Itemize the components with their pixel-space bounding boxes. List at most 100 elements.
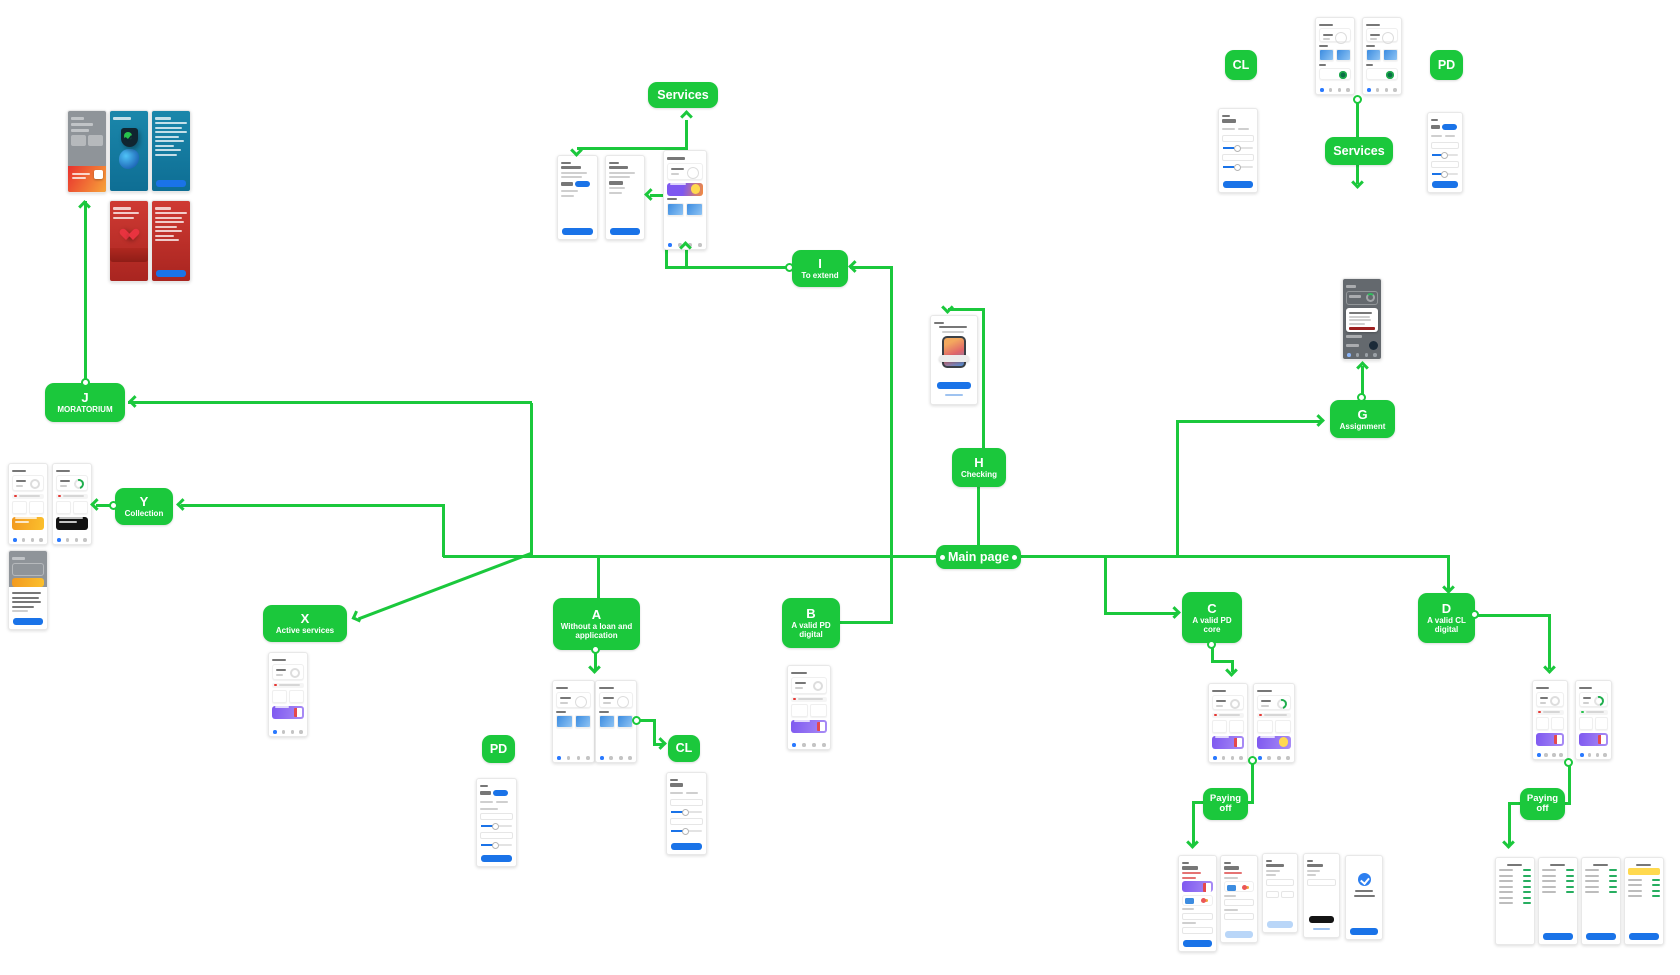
tab-bar[interactable] xyxy=(557,755,590,760)
phone-screen-valid-cl-2[interactable] xyxy=(1575,680,1612,760)
tab-bar[interactable] xyxy=(1367,87,1397,92)
term-slider[interactable] xyxy=(1432,171,1458,178)
text-link[interactable] xyxy=(944,393,964,396)
amount-slider[interactable] xyxy=(481,822,512,830)
primary-button[interactable] xyxy=(562,228,593,235)
phone-screen-payment-3[interactable] xyxy=(1262,853,1298,933)
input-field[interactable] xyxy=(1224,899,1254,906)
phone-screen-collection-2[interactable] xyxy=(52,463,92,545)
amount-slider[interactable] xyxy=(671,809,702,816)
input-field[interactable] xyxy=(1307,878,1336,886)
primary-button[interactable] xyxy=(1432,181,1458,188)
tab-bar[interactable] xyxy=(668,242,702,247)
service-row[interactable] xyxy=(1319,68,1351,80)
tab-bar[interactable] xyxy=(792,742,826,747)
credit-card-tile[interactable] xyxy=(556,715,573,728)
phone-screen-promo-shield[interactable] xyxy=(109,110,149,192)
phone-screen-valid-pd-core-2[interactable] xyxy=(1253,683,1295,763)
primary-button[interactable] xyxy=(13,618,43,625)
service-row[interactable] xyxy=(1366,68,1398,80)
flow-node-main-page[interactable]: Main page xyxy=(936,545,1021,569)
input-field[interactable] xyxy=(1224,913,1254,920)
primary-button[interactable] xyxy=(937,382,971,389)
tab-bar[interactable] xyxy=(1320,87,1350,92)
tab-bar[interactable] xyxy=(1580,752,1607,757)
tab-bar[interactable] xyxy=(1347,352,1377,357)
phone-screen-statement-2[interactable] xyxy=(1538,857,1578,945)
primary-button[interactable] xyxy=(1543,933,1573,940)
flow-node-paying-off-left[interactable]: Paying off xyxy=(1203,788,1248,820)
flow-node-services-right[interactable]: Services xyxy=(1325,137,1393,165)
phone-screen-valid-cl-1[interactable] xyxy=(1532,680,1568,760)
phone-screen-promo-heart[interactable] xyxy=(109,200,149,282)
phone-screen-valid-pd-digital[interactable] xyxy=(787,665,831,750)
flow-node-pd-bottom[interactable]: PD xyxy=(482,735,515,763)
card-selector[interactable] xyxy=(1182,894,1213,906)
phone-screen-payment-4[interactable] xyxy=(1303,853,1340,938)
tab-bar[interactable] xyxy=(1258,755,1290,760)
amount-slider[interactable] xyxy=(1432,152,1458,159)
term-slider[interactable] xyxy=(671,828,702,835)
primary-button[interactable] xyxy=(1223,181,1253,188)
tab-bar[interactable] xyxy=(57,537,87,542)
phone-screen-collection-1[interactable] xyxy=(8,463,48,545)
tab-bar[interactable] xyxy=(1213,755,1243,760)
tab-bar[interactable] xyxy=(273,729,303,734)
primary-button[interactable] xyxy=(671,843,702,850)
input-field[interactable] xyxy=(1431,161,1459,168)
phone-screen-payment-1[interactable] xyxy=(1178,855,1217,952)
apple-pay-button[interactable] xyxy=(1309,916,1334,923)
credit-card-tile[interactable] xyxy=(1366,49,1381,61)
input-field[interactable] xyxy=(670,799,703,806)
phone-screen-cl-config-top[interactable] xyxy=(1218,108,1258,193)
phone-screen-statement-1[interactable] xyxy=(1495,857,1535,945)
flow-node-cl-top[interactable]: CL xyxy=(1225,50,1257,80)
phone-screen-collection-overlay[interactable] xyxy=(8,550,48,630)
phone-screen-services-home[interactable] xyxy=(663,150,707,250)
primary-button[interactable] xyxy=(156,180,186,187)
flow-node-paying-off-right[interactable]: Paying off xyxy=(1520,788,1565,820)
term-slider[interactable] xyxy=(1223,164,1253,171)
credit-card-tile[interactable] xyxy=(574,715,591,728)
input-field[interactable] xyxy=(1266,878,1294,886)
phone-screen-pd-loan-config[interactable] xyxy=(476,778,517,867)
phone-screen-payment-2[interactable] xyxy=(1220,855,1258,943)
credit-card-tile[interactable] xyxy=(599,715,615,728)
credit-card-tile[interactable] xyxy=(1336,49,1351,61)
text-link[interactable] xyxy=(1312,927,1331,930)
phone-screen-statement-4[interactable] xyxy=(1624,857,1664,945)
credit-card-tile[interactable] xyxy=(617,715,633,728)
flow-node-cl-bottom[interactable]: CL xyxy=(668,735,700,762)
credit-card-tile[interactable] xyxy=(1383,49,1398,61)
phone-screen-prolongation-2[interactable] xyxy=(605,155,645,240)
term-slider[interactable] xyxy=(481,841,512,849)
credit-card-tile[interactable] xyxy=(667,202,684,216)
input-field[interactable] xyxy=(1222,154,1254,161)
phone-screen-promo-info-red[interactable] xyxy=(151,200,191,282)
phone-screen-promo-info-teal[interactable] xyxy=(151,110,191,192)
amount-slider[interactable] xyxy=(1223,145,1253,152)
input-field[interactable] xyxy=(480,812,513,820)
input-field[interactable] xyxy=(1222,135,1254,142)
phone-screen-payment-success[interactable] xyxy=(1345,855,1383,940)
phone-screen-main-1[interactable] xyxy=(1315,17,1355,95)
phone-screen-statement-3[interactable] xyxy=(1581,857,1621,945)
primary-button[interactable] xyxy=(1586,933,1616,940)
input-field[interactable] xyxy=(1281,890,1294,898)
phone-screen-main-2[interactable] xyxy=(1362,17,1402,95)
primary-button[interactable] xyxy=(1350,928,1378,935)
card-selector[interactable] xyxy=(1224,881,1254,892)
phone-screen-prolongation-1[interactable] xyxy=(557,155,598,240)
phone-screen-assignment-dim[interactable] xyxy=(1342,278,1382,360)
credit-card-tile[interactable] xyxy=(1319,49,1334,61)
flow-node-services-top[interactable]: Services xyxy=(648,82,718,108)
tab-bar[interactable] xyxy=(1537,752,1563,757)
